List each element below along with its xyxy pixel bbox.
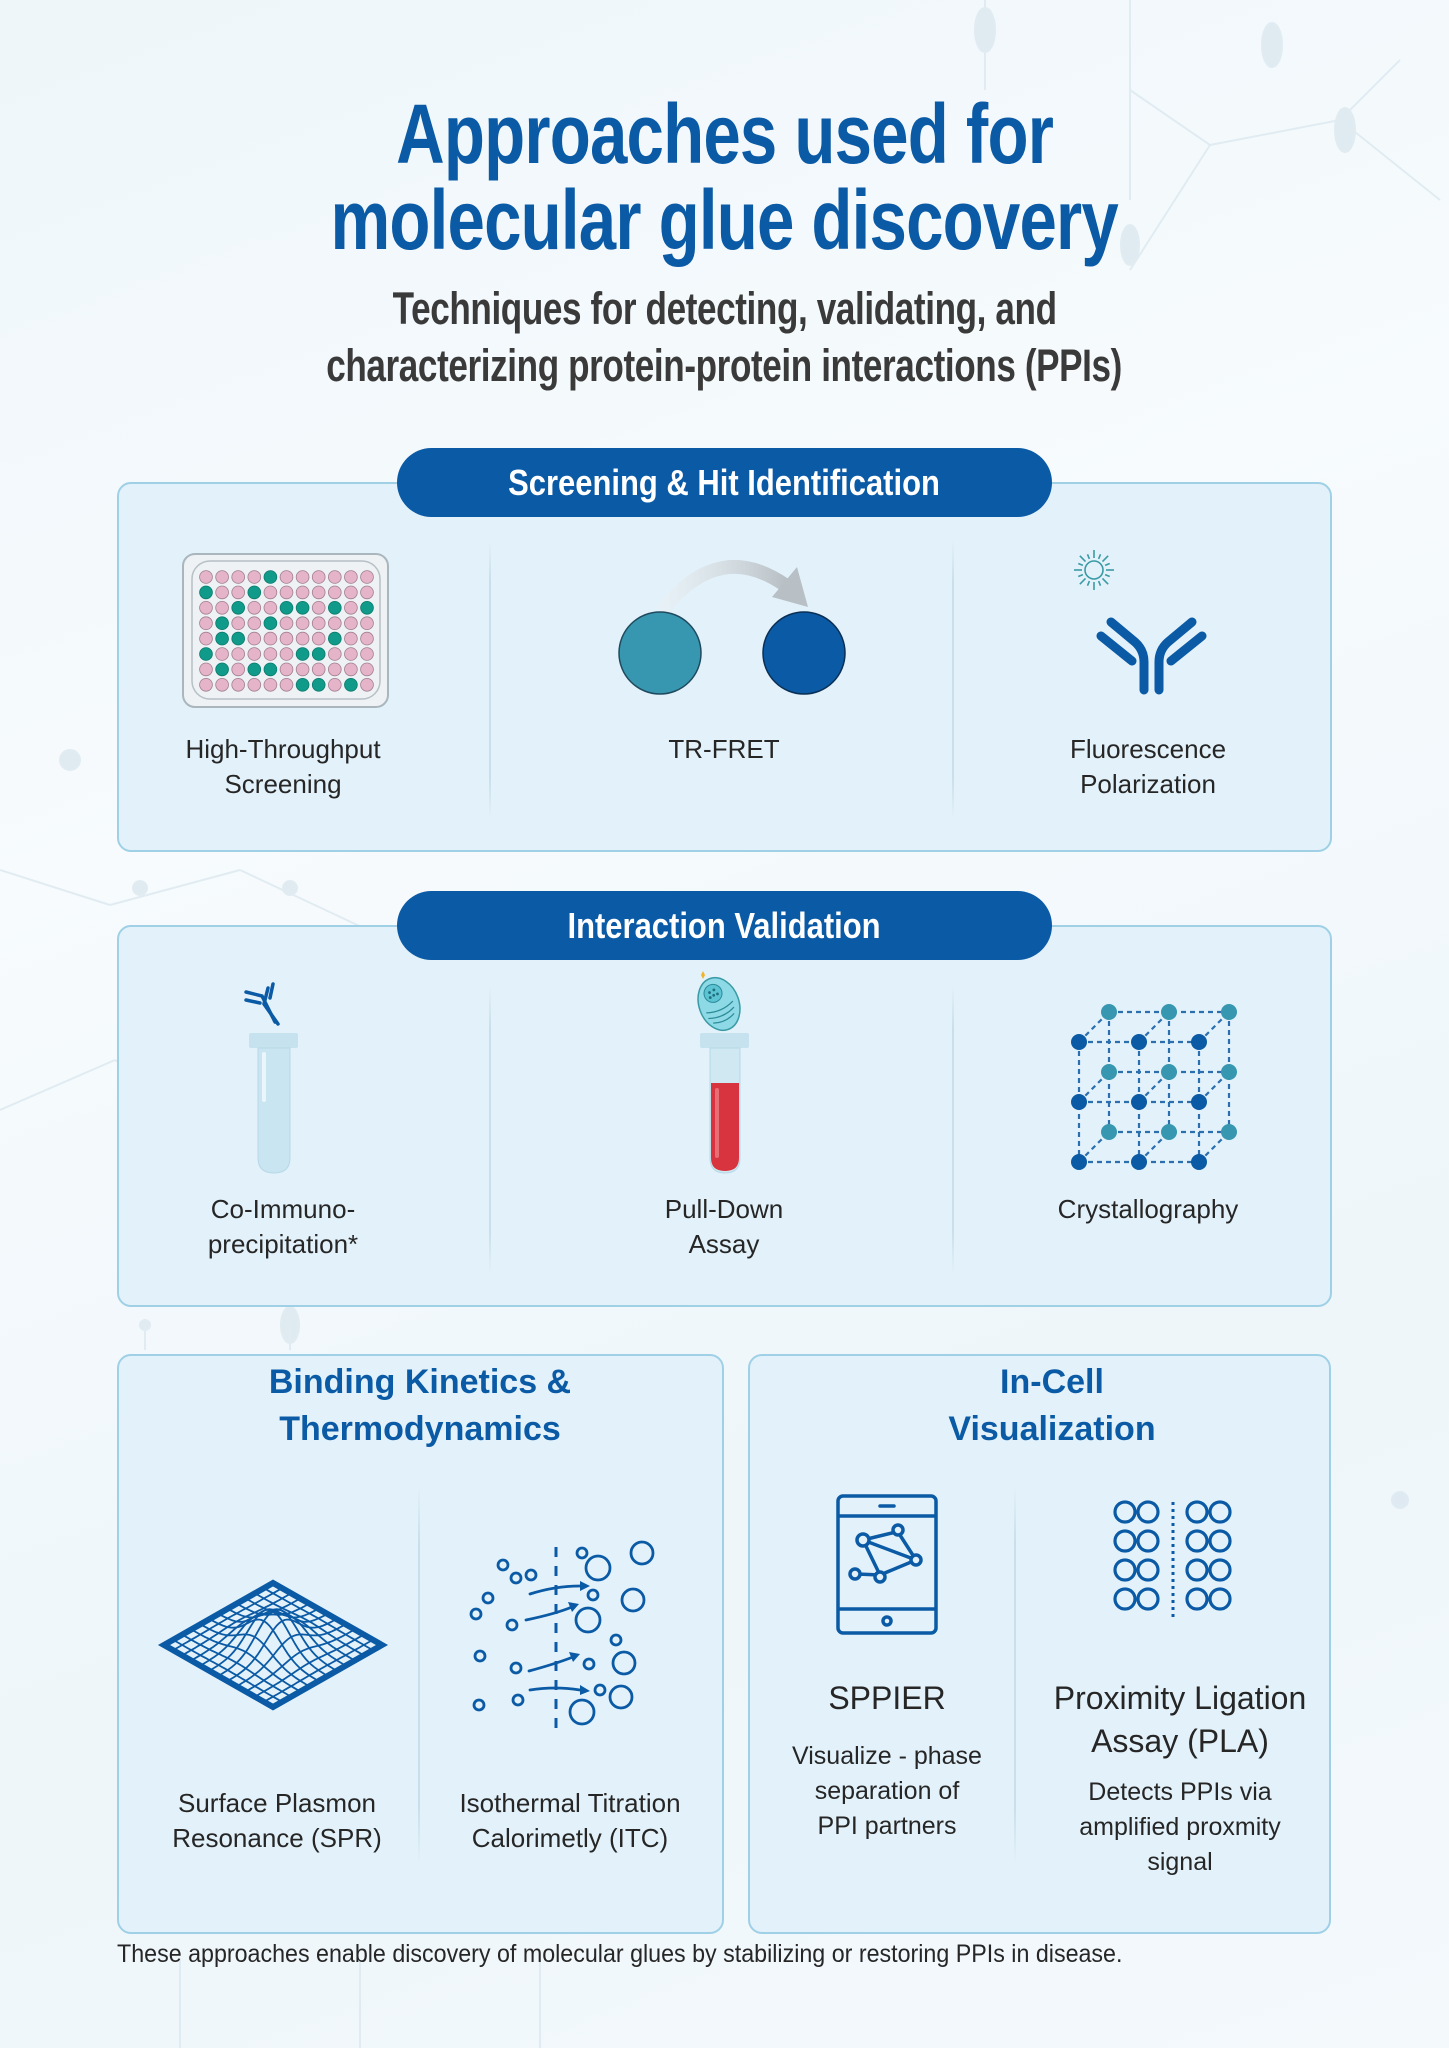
spr-surface-icon — [157, 1579, 389, 1711]
incell-section-heading: In-Cell Visualization — [948, 1363, 1156, 1448]
desc-proximity-ligation-assay: Detects PPIs via amplified proxmity sign… — [1079, 1778, 1281, 1876]
desc-sppier: Visualize - phase separation of PPI part… — [792, 1742, 982, 1840]
validation-section-header: Interaction Validation — [397, 891, 1052, 960]
itc-particles-icon — [469, 1540, 655, 1728]
label-fluorescence-polarization: Fluorescence Polarization — [1069, 734, 1227, 799]
page-title-line-2: molecular glue discovery — [330, 173, 1119, 267]
well-plate-icon — [182, 553, 389, 708]
label-proximity-ligation-assay: Proximity Ligation Assay (PLA) — [1053, 1680, 1307, 1759]
antibody-fluorescence-icon — [1074, 550, 1207, 695]
crystal-lattice-icon — [1071, 1004, 1237, 1170]
label-surface-plasmon-resonance: Surface Plasmon Resonance (SPR) — [172, 1788, 382, 1853]
screening-section-header: Screening & Hit Identification — [397, 448, 1052, 517]
pla-circles-icon — [1113, 1500, 1232, 1620]
test-tube-red-icon — [697, 971, 749, 1174]
label-sppier: SPPIER — [828, 1680, 946, 1716]
incell-panel — [748, 1354, 1331, 1934]
column-divider — [489, 985, 491, 1275]
column-divider — [952, 540, 954, 820]
tablet-network-icon — [836, 1494, 938, 1635]
page-subtitle-line-2: characterizing protein-protein interacti… — [326, 340, 1123, 391]
test-tube-antibody-icon — [244, 982, 298, 1174]
label-high-throughput-screening: High-Throughput Screening — [185, 734, 381, 799]
binding-section-heading: Binding Kinetics & Thermodynamics — [268, 1363, 572, 1448]
fret-circles-icon — [618, 559, 846, 695]
column-divider — [489, 540, 491, 820]
label-co-immunoprecipitation: Co-Immuno- precipitation* — [207, 1194, 359, 1259]
label-pull-down-assay: Pull-Down Assay — [664, 1194, 784, 1259]
column-divider — [418, 1485, 420, 1865]
label-isothermal-titration-calorimetry: Isothermal Titration Calorimetly (ITC) — [459, 1788, 681, 1853]
label-tr-fret: TR-FRET — [668, 734, 780, 764]
column-divider — [1014, 1485, 1016, 1865]
label-crystallography: Crystallography — [1057, 1194, 1239, 1224]
footer-note: These approaches enable discovery of mol… — [117, 1940, 1123, 1968]
column-divider — [952, 985, 954, 1275]
page-subtitle-line-1: Techniques for detecting, validating, an… — [392, 283, 1057, 334]
page-title-line-1: Approaches used for — [396, 87, 1054, 181]
